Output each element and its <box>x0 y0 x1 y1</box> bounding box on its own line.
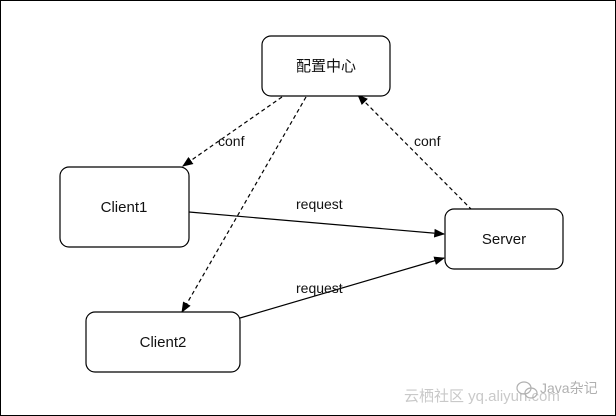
node-config-center-label: 配置中心 <box>296 58 356 75</box>
node-client1-label: Client1 <box>101 199 148 216</box>
node-client2[interactable]: Client2 <box>85 311 241 373</box>
edge-label-server-config: conf <box>414 133 441 149</box>
node-server-label: Server <box>482 231 526 248</box>
edge-server-to-config <box>357 94 473 211</box>
watermark-right: Java杂记 <box>540 380 598 396</box>
edge-config-to-client1 <box>182 96 283 167</box>
edge-config-to-client2 <box>181 96 307 313</box>
node-client2-label: Client2 <box>140 334 187 351</box>
edge-client1-to-server <box>188 211 446 238</box>
node-server[interactable]: Server <box>444 208 564 270</box>
node-client1[interactable]: Client1 <box>59 166 190 248</box>
edge-label-client2-server: request <box>296 280 343 296</box>
edge-label-config-client1: conf <box>218 133 245 149</box>
node-config-center[interactable]: 配置中心 <box>261 35 391 97</box>
wechat-icon <box>516 381 538 399</box>
edge-client2-to-server <box>239 256 446 319</box>
edge-label-client1-server: request <box>296 196 343 212</box>
watermark-left: 云栖社区 yq.aliyun.com <box>404 388 560 405</box>
